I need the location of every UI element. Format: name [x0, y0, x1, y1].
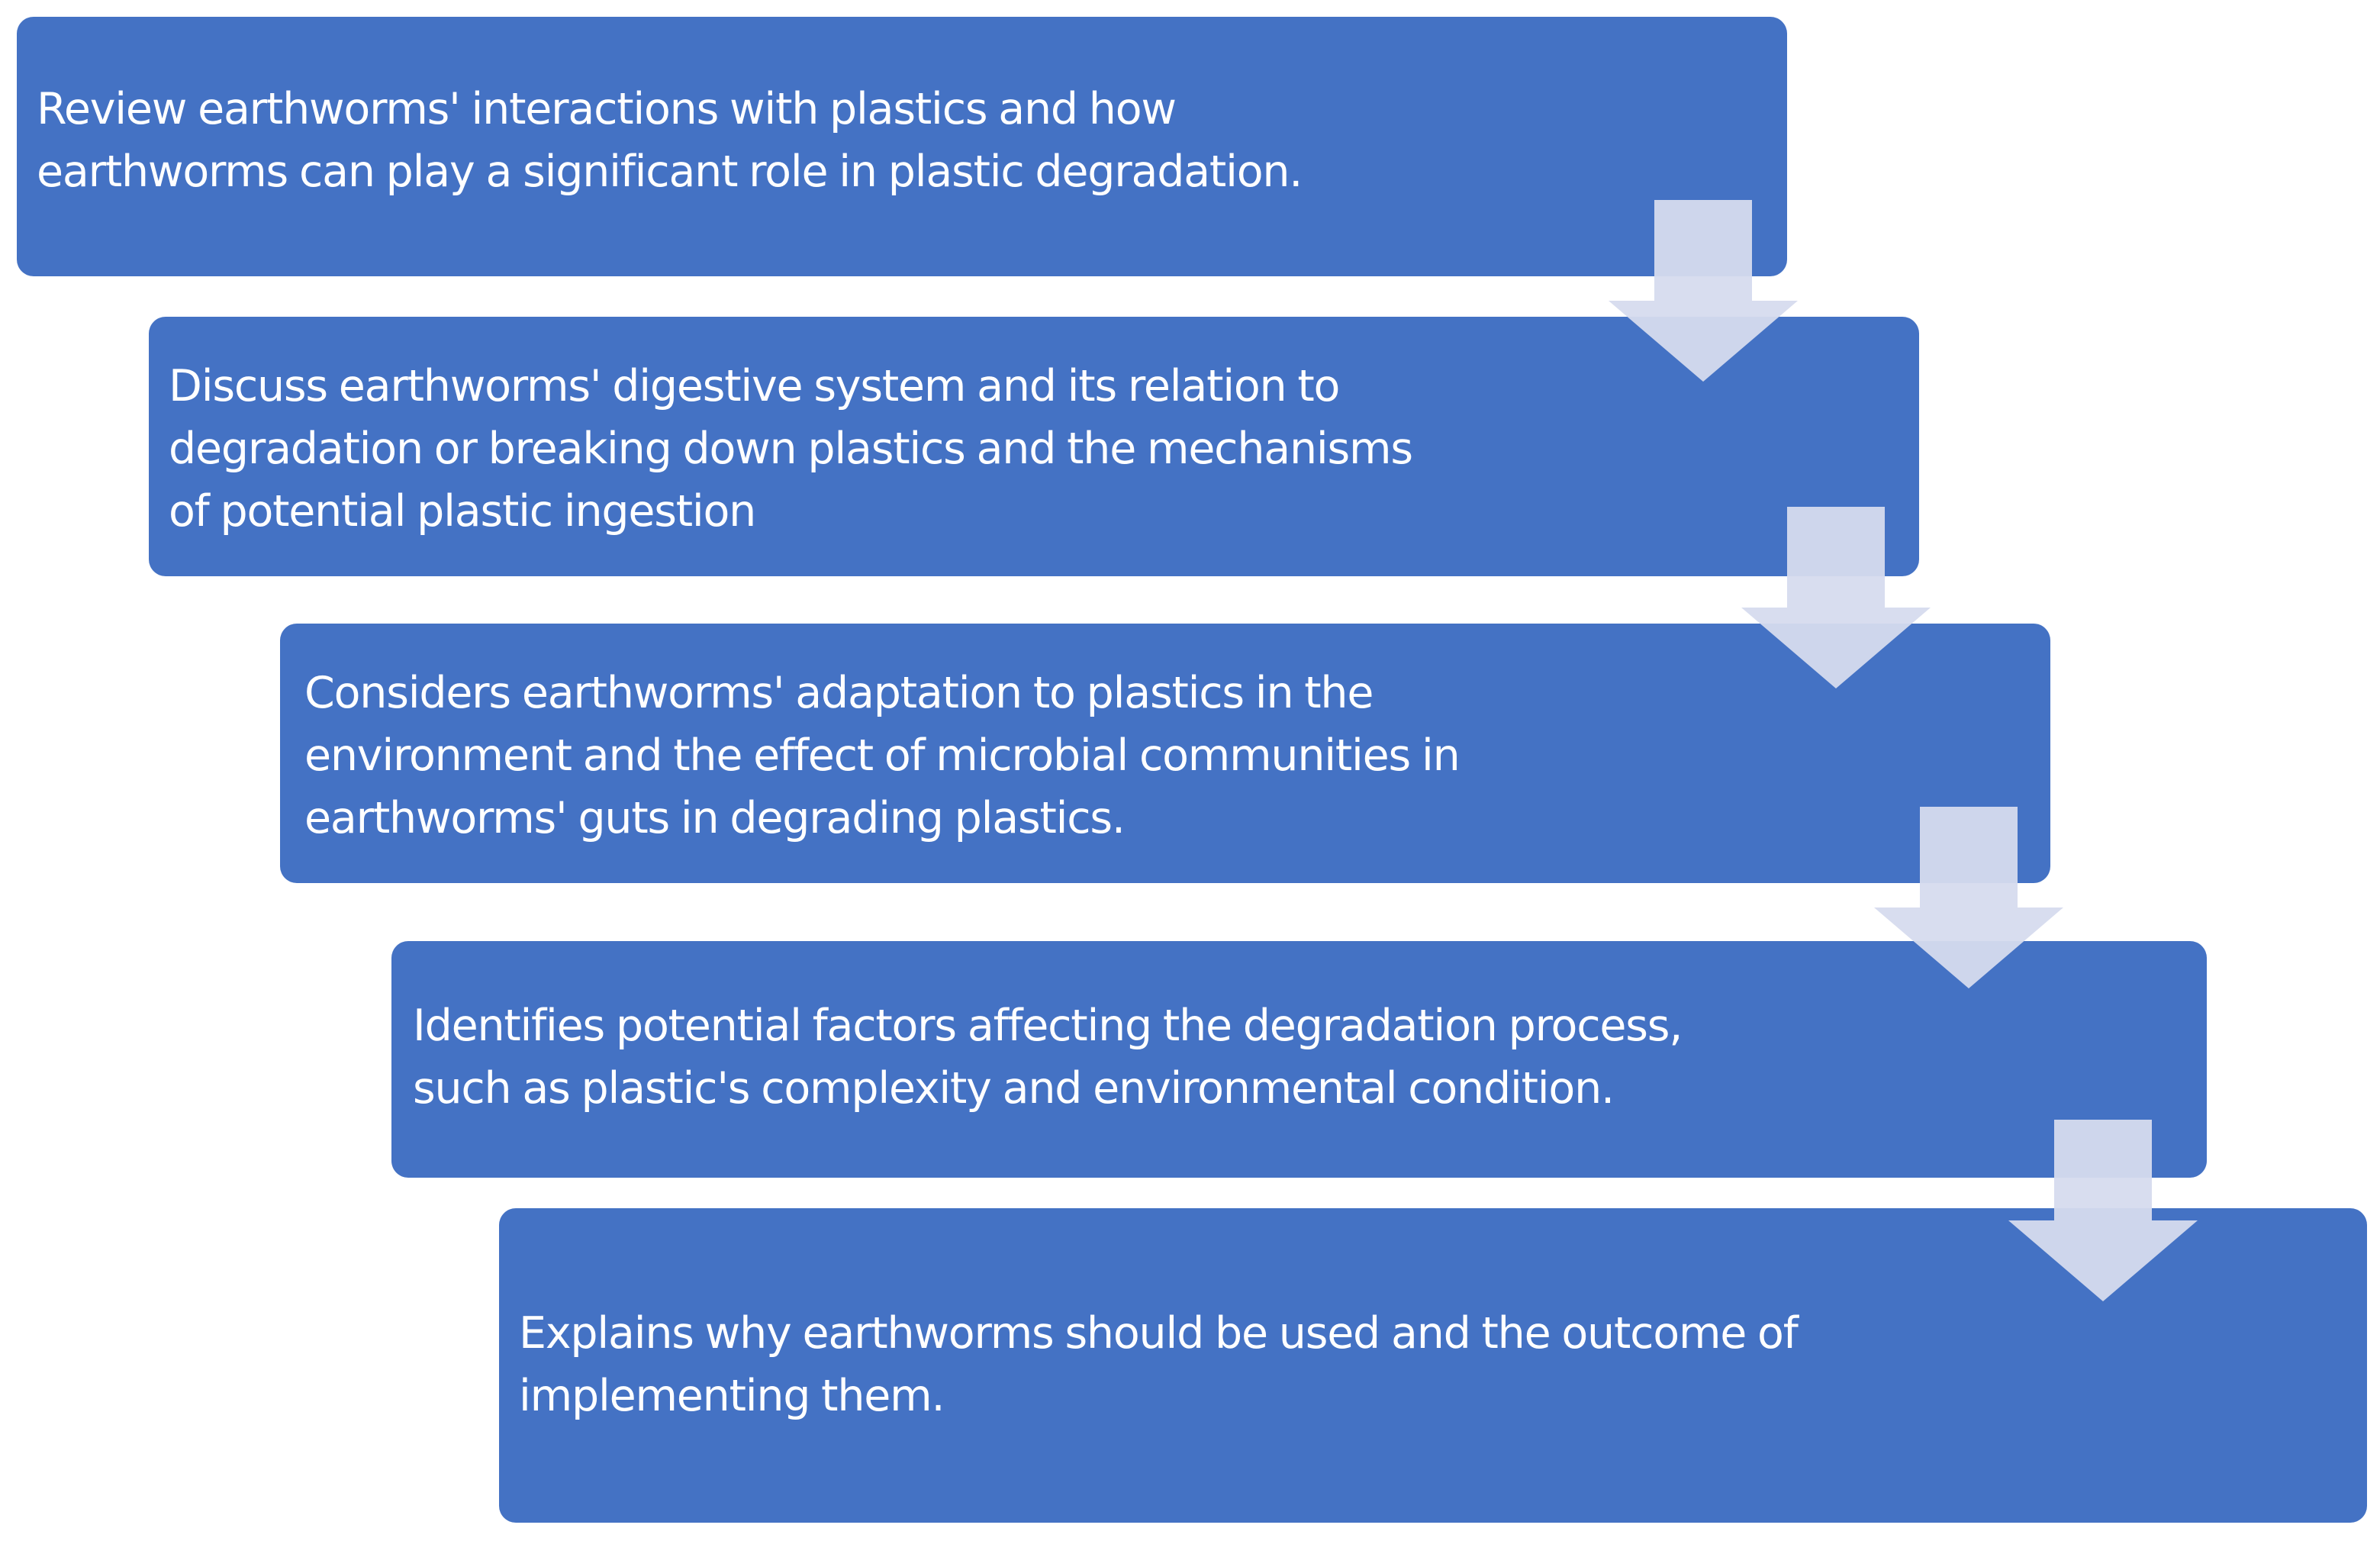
- down-arrow-icon: [1609, 200, 1798, 382]
- step-text-5: Explains why earthworms should be used a…: [519, 1308, 1799, 1421]
- step-box-1: Review earthworms' interactions with pla…: [17, 17, 1787, 276]
- step-text-1: Review earthworms' interactions with pla…: [37, 84, 1303, 197]
- down-arrow-icon: [1874, 807, 2063, 988]
- down-arrow-icon: [2008, 1120, 2198, 1301]
- step-text-4: Identifies potential factors affecting t…: [413, 1001, 1683, 1114]
- step-box-2: Discuss earthworms' digestive system and…: [149, 317, 1919, 576]
- step-text-2: Discuss earthworms' digestive system and…: [169, 361, 1413, 537]
- step-text-3: Considers earthworms' adaptation to plas…: [304, 668, 1461, 843]
- step-box-3: Considers earthworms' adaptation to plas…: [280, 624, 2050, 883]
- step-box-4: Identifies potential factors affecting t…: [391, 941, 2207, 1178]
- down-arrow-icon: [1741, 507, 1931, 688]
